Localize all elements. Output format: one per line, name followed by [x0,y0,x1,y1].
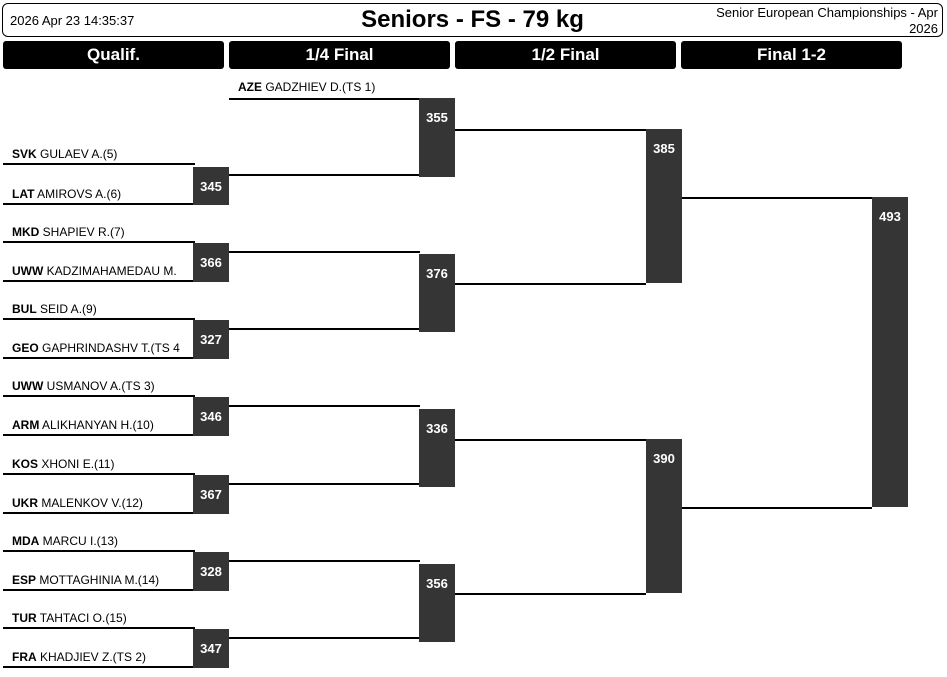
athlete-name: AZE GADZHIEV D.(TS 1) [238,79,418,95]
athlete-label: SEID A.(9) [36,302,97,316]
bracket-line [229,636,420,639]
country-code: AZE [238,80,262,94]
athlete-name: ARM ALIKHANYAN H.(10) [12,417,192,433]
athlete-name: UWW USMANOV A.(TS 3) [12,378,192,394]
bout-number: 328 [193,552,229,591]
country-code: UWW [12,379,44,393]
athlete-label: ALIKHANYAN H.(10) [39,418,154,432]
bout-number: 385 [646,129,682,283]
athlete-name: LAT AMIROVS A.(6) [12,186,192,202]
athlete-name: MKD SHAPIEV R.(7) [12,224,192,240]
athlete-name: BUL SEID A.(9) [12,301,192,317]
athlete-name: UWW KADZIMAHAMEDAU M. [12,263,192,279]
country-code: UKR [12,496,38,510]
country-code: ESP [12,573,37,587]
athlete-name: TUR TAHTACI O.(15) [12,610,192,626]
athlete-label: USMANOV A.(TS 3) [43,379,155,393]
bout-number: 336 [419,409,455,487]
bracket-line [3,512,195,514]
event-name-line1: Senior European Championships - Apr [716,5,938,20]
bracket-line [3,589,195,591]
country-code: UWW [12,264,44,278]
bout-number: 493 [872,197,908,507]
athlete-label: KADZIMAHAMEDAU M. [43,264,177,278]
country-code: ARM [12,418,40,432]
round-header-quarter-final: 1/4 Final [229,41,450,69]
round-header-semi-final: 1/2 Final [455,41,676,69]
bracket-line [455,283,646,285]
round-header-qualif: Qualif. [3,41,224,69]
bracket-line [682,197,872,199]
bracket-line [3,280,195,282]
bracket-line [455,593,646,595]
bracket-line [3,203,195,205]
bracket-line [229,98,420,100]
country-code: MKD [12,225,40,239]
bout-number: 366 [193,243,229,282]
bracket-line [3,318,195,320]
bracket-line [229,559,420,562]
athlete-name: UKR MALENKOV V.(12) [12,495,192,511]
athlete-label: GULAEV A.(5) [36,147,118,161]
bout-number: 347 [193,629,229,668]
bracket-line [3,627,195,629]
bracket-line [229,327,420,330]
bracket-line [3,550,195,552]
page-title: Seniors - FS - 79 kg [361,6,584,33]
bout-number: 376 [419,254,455,332]
bout-number: 356 [419,564,455,642]
athlete-name: MDA MARCU I.(13) [12,533,192,549]
athlete-label: SHAPIEV R.(7) [39,225,125,239]
bracket-line [3,395,195,397]
athlete-name: ESP MOTTAGHINIA M.(14) [12,572,192,588]
event-name-line2: 2026 [909,21,938,36]
round-header-final: Final 1-2 [681,41,902,69]
bracket-line [3,666,195,668]
bracket-line [229,250,420,253]
athlete-label: KHADJIEV Z.(TS 2) [36,650,147,664]
bout-number: 367 [193,475,229,514]
country-code: FRA [12,650,37,664]
bracket-line [3,434,195,436]
athlete-label: AMIROVS A.(6) [34,187,122,201]
athlete-label: TAHTACI O.(15) [36,611,127,625]
athlete-name: KOS XHONI E.(11) [12,456,192,472]
bracket-line [229,482,420,485]
country-code: BUL [12,302,37,316]
country-code: TUR [12,611,37,625]
country-code: KOS [12,457,39,471]
athlete-label: MARCU I.(13) [39,534,119,548]
bout-number: 355 [419,98,455,177]
country-code: MDA [12,534,40,548]
athlete-name: GEO GAPHRINDASHV T.(TS 4 [12,340,192,356]
athlete-name: FRA KHADJIEV Z.(TS 2) [12,649,192,665]
bracket-line [3,241,195,243]
bracket-line [455,439,646,441]
bracket-line [229,404,420,407]
bout-number: 327 [193,320,229,359]
bout-number: 346 [193,397,229,436]
athlete-label: XHONI E.(11) [38,457,115,471]
bracket-line [3,163,195,165]
country-code: GEO [12,341,39,355]
country-code: SVK [12,147,37,161]
athlete-label: MALENKOV V.(12) [38,496,143,510]
athlete-name: SVK GULAEV A.(5) [12,146,192,162]
bracket-line [3,357,195,359]
country-code: LAT [12,187,35,201]
bracket-line [455,129,646,131]
timestamp: 2026 Apr 23 14:35:37 [10,13,135,28]
bracket-line [229,174,420,176]
bout-number: 345 [193,167,229,205]
athlete-label: GAPHRINDASHV T.(TS 4 [38,341,180,355]
athlete-label: GADZHIEV D.(TS 1) [262,80,376,94]
bout-number: 390 [646,439,682,593]
event-name: Senior European Championships - Apr 2026 [678,5,938,37]
athlete-label: MOTTAGHINIA M.(14) [36,573,160,587]
bracket-line [3,473,195,475]
header-bar: 2026 Apr 23 14:35:37 Seniors - FS - 79 k… [2,3,943,37]
bracket-line [682,507,872,509]
